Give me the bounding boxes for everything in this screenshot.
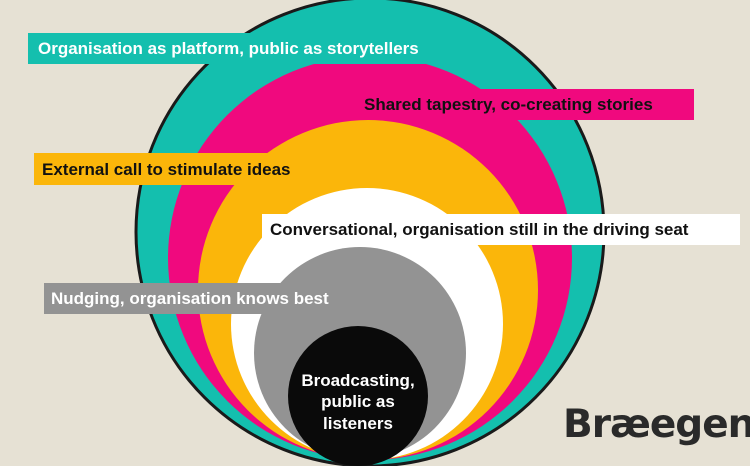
label-external-call: External call to stimulate ideas (34, 153, 330, 185)
label-nudging-text: Nudging, organisation knows best (51, 289, 329, 308)
label-conversational-text: Conversational, organisation still in th… (270, 220, 689, 239)
label-nudging: Nudging, organisation knows best (44, 283, 365, 314)
ring-broadcasting (288, 326, 428, 466)
center-label-broadcasting: Broadcasting, public as listeners (283, 370, 433, 434)
braegen-logo: Bræegen (563, 402, 750, 447)
label-external-call-text: External call to stimulate ideas (42, 159, 291, 179)
label-shared-tapestry-text: Shared tapestry, co-creating stories (364, 95, 653, 114)
label-platform: Organisation as platform, public as stor… (28, 33, 466, 64)
center-line-2: public as (321, 392, 395, 412)
label-shared-tapestry: Shared tapestry, co-creating stories (352, 89, 694, 120)
center-line-1: Broadcasting, (301, 371, 415, 390)
label-conversational: Conversational, organisation still in th… (262, 214, 740, 245)
center-line-3: listeners (323, 413, 393, 433)
label-platform-text: Organisation as platform, public as stor… (38, 39, 419, 58)
